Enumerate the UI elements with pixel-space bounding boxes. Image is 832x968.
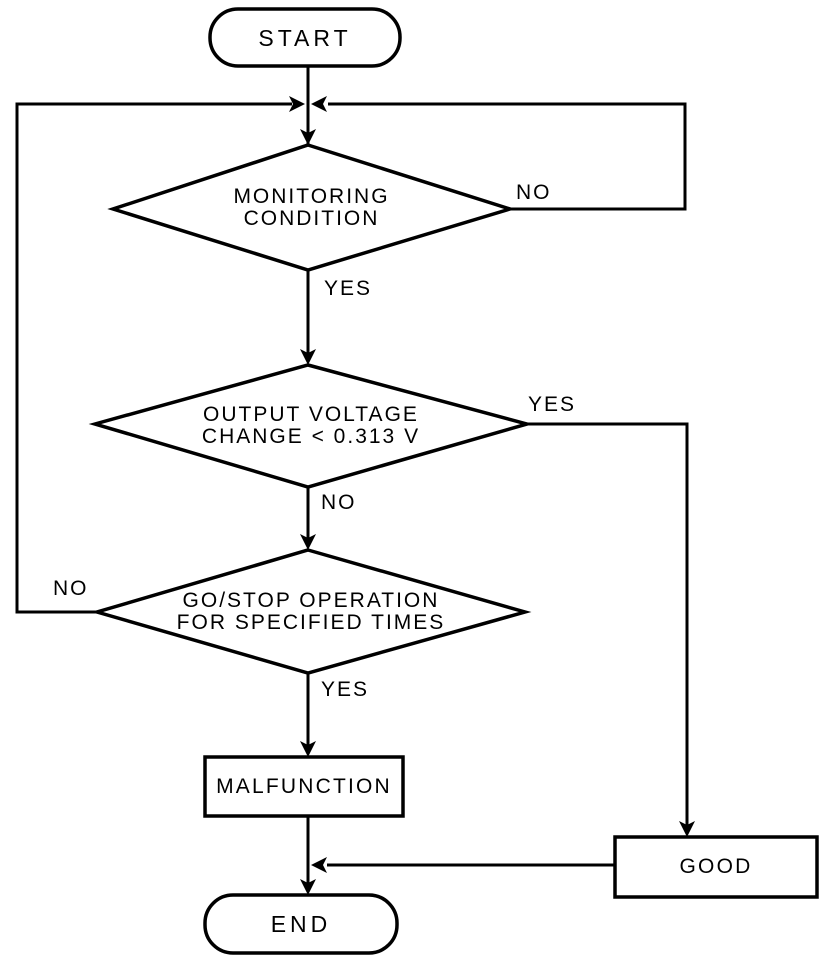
- malfunction-node: [203, 755, 405, 818]
- go-stop-no-connector: [15, 102, 292, 614]
- end-node: [203, 893, 399, 955]
- monitoring-yes-label: YES: [324, 277, 373, 300]
- monitoring-entry-arrow: [300, 129, 316, 145]
- end-entry-arrow: [300, 879, 316, 895]
- output-voltage-node: [88, 363, 534, 489]
- loop-merge-arrow-right: [311, 96, 327, 112]
- good-node: [613, 835, 819, 899]
- go-stop-entry-arrow: [300, 534, 316, 550]
- go-stop-label: GO/STOP OPERATION FOR SPECIFIED TIMES: [176, 588, 446, 634]
- malfunction-entry-arrow: [300, 741, 316, 757]
- good-merge-arrow: [311, 857, 327, 873]
- voltage-no-label: NO: [321, 491, 357, 514]
- monitoring-condition-label: MONITORING CONDITION: [233, 184, 390, 230]
- end-label: END: [270, 911, 332, 937]
- good-label: GOOD: [679, 855, 753, 878]
- monitoring-no-connector: [328, 102, 687, 211]
- voltage-entry-arrow: [300, 349, 316, 365]
- good-entry-arrow: [679, 821, 695, 837]
- go-stop-yes-label: YES: [321, 678, 370, 701]
- malfunction-label: MALFUNCTION: [216, 774, 392, 798]
- go-stop-node: [90, 548, 532, 675]
- start-node: [208, 7, 402, 68]
- go-stop-no-label: NO: [53, 577, 89, 600]
- output-voltage-label: OUTPUT VOLTAGE CHANGE < 0.313 V: [201, 403, 421, 448]
- voltage-yes-connector: [527, 422, 689, 826]
- start-label: START: [258, 24, 352, 51]
- monitoring-no-label: NO: [516, 181, 552, 204]
- voltage-yes-label: YES: [528, 393, 577, 416]
- loop-merge-arrow-left: [289, 96, 305, 112]
- monitoring-condition-node: [107, 143, 516, 272]
